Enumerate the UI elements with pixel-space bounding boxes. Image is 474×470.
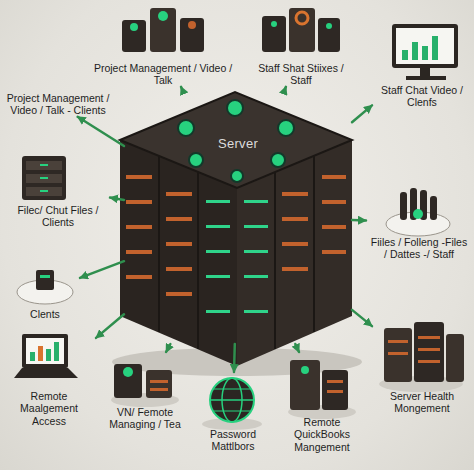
service-node: Clents <box>10 262 80 320</box>
service-label: Remote QuickBooks Mangement <box>276 416 368 453</box>
connector-arrow <box>352 219 366 222</box>
connector-arrow <box>233 344 236 372</box>
connector-arrow <box>352 310 372 326</box>
service-label: Server Health Mongement <box>372 390 472 415</box>
file-cabinet-icon <box>22 156 66 200</box>
connector-arrow <box>181 87 183 92</box>
service-label: Project Management / Video / Talk <box>88 62 238 87</box>
server-label: Server <box>124 136 352 151</box>
connector-arrow <box>352 105 372 122</box>
server-units-icon <box>122 8 204 52</box>
connector-arrow <box>78 117 124 146</box>
service-node: Remote Maalgement Access <box>2 328 96 427</box>
connector-arrow <box>295 344 299 352</box>
service-node: Fiiles / Folleng -Files / Dattes -/ Staf… <box>366 182 472 261</box>
service-label: Password Mattlbors <box>194 428 272 453</box>
service-node: Staff Shat Stiixes / Staff <box>245 4 357 87</box>
service-node: Filec/ Chut Files / Clients <box>6 150 110 229</box>
connector-arrow <box>110 198 124 200</box>
monitor-icon <box>392 24 458 80</box>
service-label: Project Management / Video / Talk - Clie… <box>2 92 114 117</box>
service-node: Remote QuickBooks Mangement <box>276 352 368 453</box>
service-node: Project Management / Video / Talk <box>88 4 238 87</box>
service-label: Filec/ Chut Files / Clients <box>6 204 110 229</box>
connector-arrow <box>80 261 124 278</box>
vpn-boxes-icon <box>111 364 179 407</box>
laptop-icon <box>14 334 78 378</box>
connector-arrow <box>284 87 286 92</box>
service-node: Server Health Mongement <box>372 318 472 415</box>
server-units-icon <box>262 8 340 52</box>
hand-disc-icon <box>386 188 450 236</box>
connector-arrow <box>166 344 170 352</box>
service-label: Fiiles / Folleng -Files / Dattes -/ Staf… <box>366 236 472 261</box>
client-disc-icon <box>17 270 73 304</box>
service-label: Clents <box>10 308 80 320</box>
server-box-icon <box>288 360 356 419</box>
server-rack-icon <box>379 322 464 392</box>
service-label: Staff Chat Video / Clenfs <box>372 84 472 109</box>
globe-icon <box>202 378 262 430</box>
connector-arrow <box>96 314 124 338</box>
server-cube <box>112 92 362 376</box>
service-node: Staff Chat Video / Clenfs <box>372 18 472 109</box>
service-node: Project Management / Video / Talk - Clie… <box>2 92 114 117</box>
service-node: VN/ Femote Managing / Tea <box>100 352 190 431</box>
service-label: VN/ Femote Managing / Tea <box>100 406 190 431</box>
service-label: Staff Shat Stiixes / Staff <box>245 62 357 87</box>
service-node: Password Mattlbors <box>194 372 272 453</box>
server-box: Server <box>124 92 352 344</box>
service-label: Remote Maalgement Access <box>2 390 96 427</box>
